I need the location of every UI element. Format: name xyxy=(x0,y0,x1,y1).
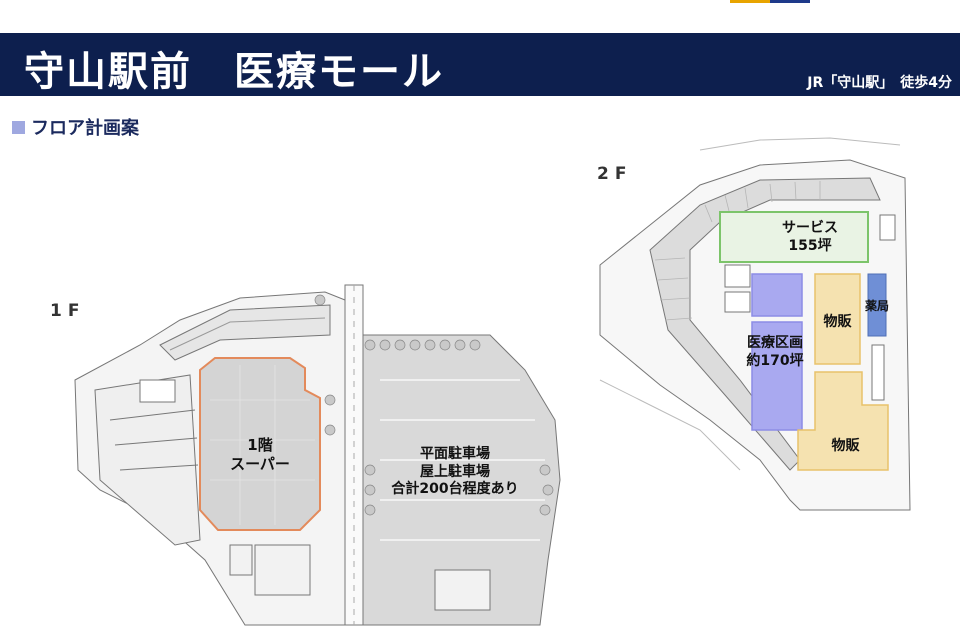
floor-label-1f: 1F xyxy=(50,301,86,321)
station-access-text: JR「守山駅」 徒歩4分 xyxy=(807,75,952,91)
retail-zone-2 xyxy=(797,371,889,471)
accent-segment-yellow xyxy=(730,0,770,3)
pharmacy-label: 薬局 xyxy=(864,298,889,313)
service-zone xyxy=(719,211,869,263)
supermarket-zone xyxy=(199,357,321,531)
retail-label-2: 物販 xyxy=(831,438,860,455)
retail-zone-1 xyxy=(814,273,861,365)
page-title: 守山駅前 医療モール xyxy=(24,49,444,95)
top-accent-bar xyxy=(730,0,810,3)
floor-label-2f: 2F xyxy=(597,164,633,184)
retail-label-1: 物販 xyxy=(823,314,852,331)
medical-zone xyxy=(751,273,803,431)
header-banner: 守山駅前 医療モール JR「守山駅」 徒歩4分 xyxy=(0,33,960,96)
parking-label: 平面駐車場 屋上駐車場 合計200台程度あり xyxy=(391,446,519,498)
supermarket-label: 1階 スーパー xyxy=(230,436,290,473)
service-label: サービス 155坪 xyxy=(782,220,838,254)
accent-segment-blue xyxy=(770,0,810,3)
medical-label: 医療区画 約170坪 xyxy=(746,335,804,369)
pharmacy-zone xyxy=(867,273,887,337)
section-title: フロア計画案 xyxy=(31,118,139,139)
section-square-icon xyxy=(12,120,25,134)
section-heading: フロア計画案 xyxy=(12,114,139,140)
